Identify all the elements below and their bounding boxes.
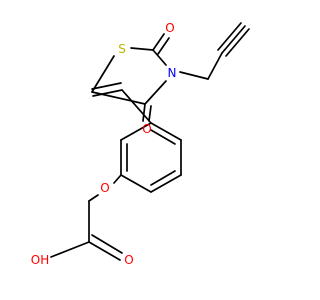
atom-oxygen-ether: O bbox=[100, 181, 109, 195]
atom-sulfur: S bbox=[118, 42, 126, 56]
bond-triple-2 bbox=[225, 28, 250, 57]
molecule-structure: S O N O O O OH bbox=[31, 21, 250, 267]
bond-c4-o-1 bbox=[142, 103, 146, 122]
bond-triple-1 bbox=[221, 25, 246, 54]
atom-oxygen-c4: O bbox=[142, 122, 151, 136]
bond-ch2-o-ether bbox=[88, 194, 99, 202]
bond-c2-o-2 bbox=[157, 37, 170, 55]
atom-nitrogen: N bbox=[168, 66, 177, 80]
bond-c4-o-2 bbox=[148, 105, 152, 122]
bond-c2-n3 bbox=[152, 49, 167, 66]
bond-c-o-carbonyl-1 bbox=[88, 241, 121, 261]
bond-triple-3 bbox=[217, 22, 242, 51]
atom-oxygen-c2: O bbox=[165, 21, 174, 35]
bond-o-ether-ring bbox=[113, 174, 122, 184]
bond-c5-s1 bbox=[91, 55, 115, 93]
bond-c-o-carbonyl-2 bbox=[91, 234, 123, 254]
bond-methine-c5-1 bbox=[92, 89, 123, 97]
bond-ring-5-inner bbox=[150, 170, 176, 186]
atom-oxygen-carbonyl: O bbox=[124, 253, 133, 267]
bond-n3-ch2 bbox=[179, 71, 209, 80]
bond-methine-c5-2 bbox=[91, 82, 122, 90]
bond-n3-c4 bbox=[144, 80, 167, 105]
bond-ch2-c-alkyne bbox=[207, 52, 223, 80]
bond-s1-c2 bbox=[130, 47, 154, 51]
bond-ring-6 bbox=[120, 174, 152, 193]
bond-ring-2 bbox=[120, 122, 152, 141]
bond-c4-c5 bbox=[91, 91, 146, 105]
bond-ring-3 bbox=[150, 122, 182, 141]
atom-hydroxyl: OH bbox=[31, 253, 49, 267]
bond-ring-methine bbox=[121, 89, 152, 124]
bond-ring-5 bbox=[150, 174, 182, 193]
bond-c2-o-1 bbox=[152, 33, 165, 51]
bond-ho-c bbox=[50, 241, 90, 258]
bond-ring-3-inner bbox=[150, 129, 176, 145]
